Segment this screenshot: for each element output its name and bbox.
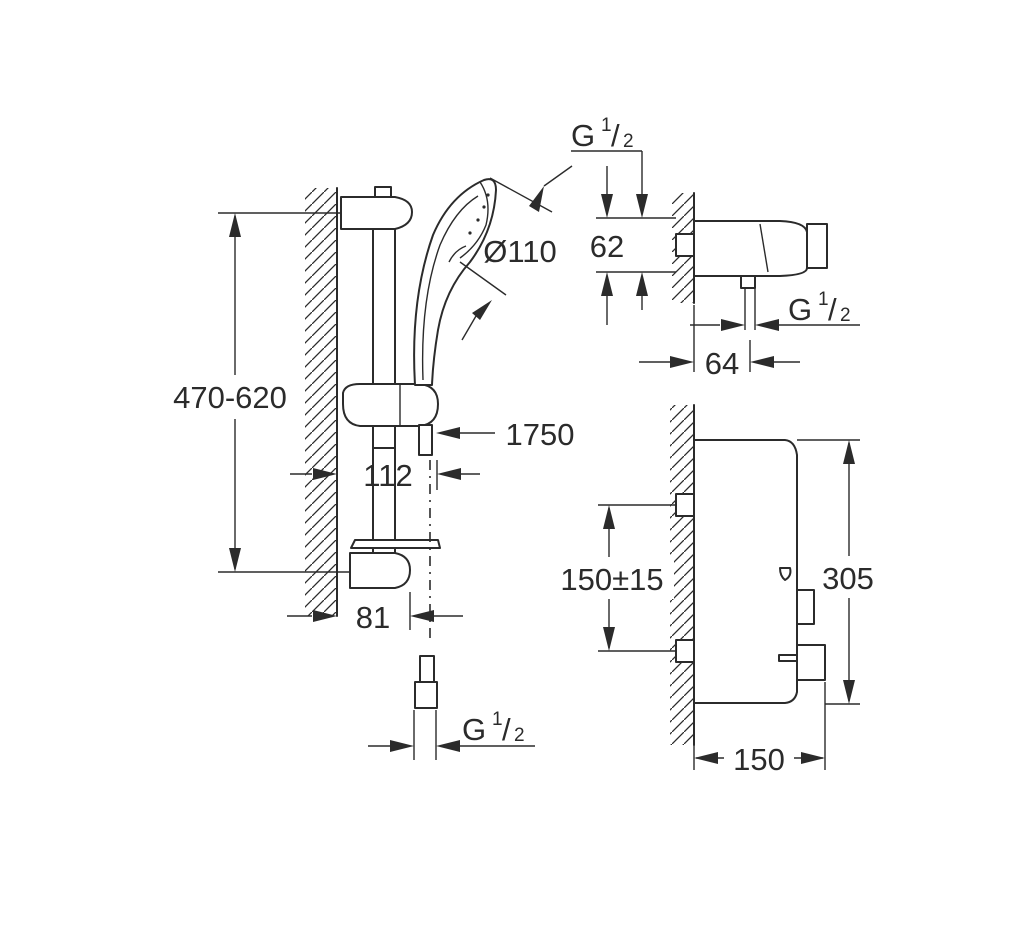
- hose-connection-thread: G: [462, 712, 486, 747]
- temperature-knob-side: [806, 223, 828, 269]
- svg-text:2: 2: [514, 725, 525, 746]
- svg-text:1: 1: [601, 115, 612, 136]
- body-depth-label: 150: [733, 742, 785, 777]
- svg-text:/: /: [611, 118, 620, 153]
- wall-hatch-left: [305, 188, 337, 616]
- inlet-spacing-label: 150±15: [560, 562, 663, 597]
- svg-text:2: 2: [623, 131, 634, 152]
- svg-text:/: /: [828, 292, 837, 327]
- svg-text:/: /: [502, 712, 511, 747]
- thermostat-body-side: [693, 220, 808, 277]
- shower-rail-set: 470-620 112 1750 81 Ø110: [158, 165, 575, 760]
- outlet-offset-label: 64: [705, 346, 739, 381]
- hand-shower: [413, 178, 497, 386]
- thermostat-front-view: 150±15 305 150: [552, 404, 883, 778]
- rail-range-label: 470-620: [173, 380, 287, 415]
- shower-hose: [418, 424, 433, 456]
- outlet-connection-thread: G: [788, 292, 812, 327]
- top-connection-thread: G: [571, 118, 595, 153]
- body-height-label: 305: [822, 561, 874, 596]
- slider-offset-label: 112: [363, 458, 412, 493]
- soap-dish: [350, 539, 441, 549]
- rail-wall-offset-label: 81: [356, 600, 390, 635]
- hand-shower-diameter-label: Ø110: [483, 234, 557, 269]
- hose-connector: [414, 655, 438, 709]
- flow-knob: [796, 589, 815, 625]
- svg-text:1: 1: [818, 289, 829, 310]
- hose-length-label: 1750: [506, 417, 575, 452]
- thermostat-body-front: [693, 439, 798, 704]
- slider-holder: [342, 383, 439, 427]
- temperature-knob: [796, 644, 826, 681]
- top-wall-bracket: [340, 196, 413, 230]
- svg-text:1: 1: [492, 709, 503, 730]
- thermostat-side-view: G 1 / 2 62 G 1 / 2 64: [571, 115, 860, 381]
- bottom-wall-bracket: [349, 552, 411, 589]
- svg-text:2: 2: [840, 305, 851, 326]
- inlet-height-label: 62: [590, 229, 624, 264]
